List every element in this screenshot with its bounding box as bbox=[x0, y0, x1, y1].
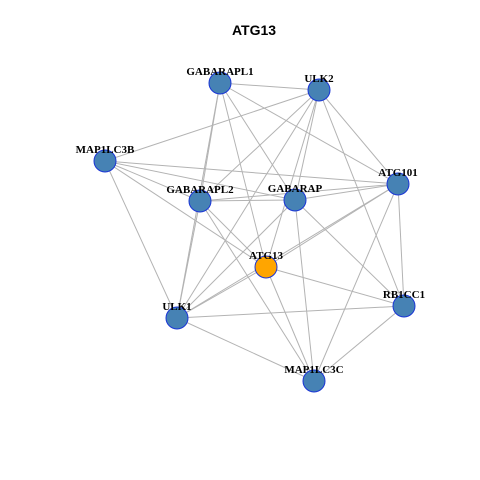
edge-layer bbox=[104, 82, 405, 382]
node-label-map1lc3c: MAP1LC3C bbox=[284, 364, 343, 376]
node-ulk1[interactable] bbox=[165, 306, 189, 330]
edge-atg13-ulk1 bbox=[176, 266, 267, 319]
node-gabarap[interactable] bbox=[283, 188, 307, 212]
edge-gabarap-atg101 bbox=[294, 183, 399, 201]
edge-atg101-rb1cc1 bbox=[397, 183, 405, 307]
node-map1lc3b[interactable] bbox=[93, 149, 117, 173]
edge-rb1cc1-map1lc3c bbox=[313, 305, 405, 382]
node-label-map1lc3b: MAP1LC3B bbox=[76, 144, 135, 156]
edge-rb1cc1-ulk1 bbox=[176, 305, 405, 319]
node-label-rb1cc1: RB1CC1 bbox=[383, 289, 425, 301]
edge-ulk2-map1lc3b bbox=[104, 89, 320, 162]
node-label-gabarapl1: GABARAPL1 bbox=[186, 66, 253, 78]
edge-ulk2-gabarap bbox=[294, 89, 320, 201]
edge-gabarapl1-ulk2 bbox=[219, 82, 320, 91]
edge-gabarapl2-gabarap bbox=[199, 199, 296, 202]
edge-gabarapl2-atg13 bbox=[199, 200, 267, 268]
node-label-atg101: ATG101 bbox=[378, 167, 418, 179]
node-label-ulk2: ULK2 bbox=[304, 73, 334, 85]
edge-gabarap-ulk1 bbox=[176, 199, 296, 319]
node-label-ulk1: ULK1 bbox=[162, 301, 191, 313]
edge-ulk2-rb1cc1 bbox=[318, 89, 405, 307]
edge-map1lc3b-ulk1 bbox=[104, 160, 178, 319]
node-gabarapl1[interactable] bbox=[208, 71, 232, 95]
node-atg13[interactable] bbox=[254, 255, 278, 279]
edge-ulk1-map1lc3c bbox=[176, 317, 315, 382]
edge-map1lc3b-atg13 bbox=[104, 160, 267, 268]
node-gabarapl2[interactable] bbox=[188, 189, 212, 213]
node-map1lc3c[interactable] bbox=[302, 369, 326, 393]
edge-ulk2-ulk1 bbox=[176, 89, 320, 319]
node-ulk2[interactable] bbox=[307, 78, 331, 102]
edge-ulk2-atg13 bbox=[265, 89, 320, 268]
graph-title: ATG13 bbox=[232, 22, 276, 38]
edge-map1lc3b-gabarap bbox=[104, 160, 296, 201]
edge-gabarapl2-ulk1 bbox=[176, 200, 201, 319]
node-atg101[interactable] bbox=[386, 172, 410, 196]
edge-gabarap-rb1cc1 bbox=[294, 199, 405, 307]
node-rb1cc1[interactable] bbox=[392, 294, 416, 318]
edge-map1lc3b-gabarapl2 bbox=[104, 160, 201, 202]
edge-ulk2-atg101 bbox=[318, 89, 399, 185]
edge-gabarapl1-atg13 bbox=[219, 82, 267, 268]
edge-gabarapl2-map1lc3c bbox=[199, 200, 315, 382]
node-label-gabarap: GABARAP bbox=[268, 183, 323, 195]
edge-atg101-ulk1 bbox=[176, 183, 399, 319]
edge-atg101-map1lc3c bbox=[313, 183, 399, 382]
edge-atg13-map1lc3c bbox=[265, 266, 315, 382]
node-label-gabarapl2: GABARAPL2 bbox=[166, 184, 234, 196]
edge-gabarap-map1lc3c bbox=[294, 199, 315, 382]
node-layer bbox=[93, 71, 416, 393]
node-label-atg13: ATG13 bbox=[249, 250, 284, 262]
edge-gabarapl1-gabarap bbox=[219, 82, 296, 201]
edge-map1lc3b-atg101 bbox=[104, 160, 399, 185]
edge-ulk2-gabarapl2 bbox=[199, 89, 320, 202]
edge-atg13-rb1cc1 bbox=[265, 266, 405, 307]
